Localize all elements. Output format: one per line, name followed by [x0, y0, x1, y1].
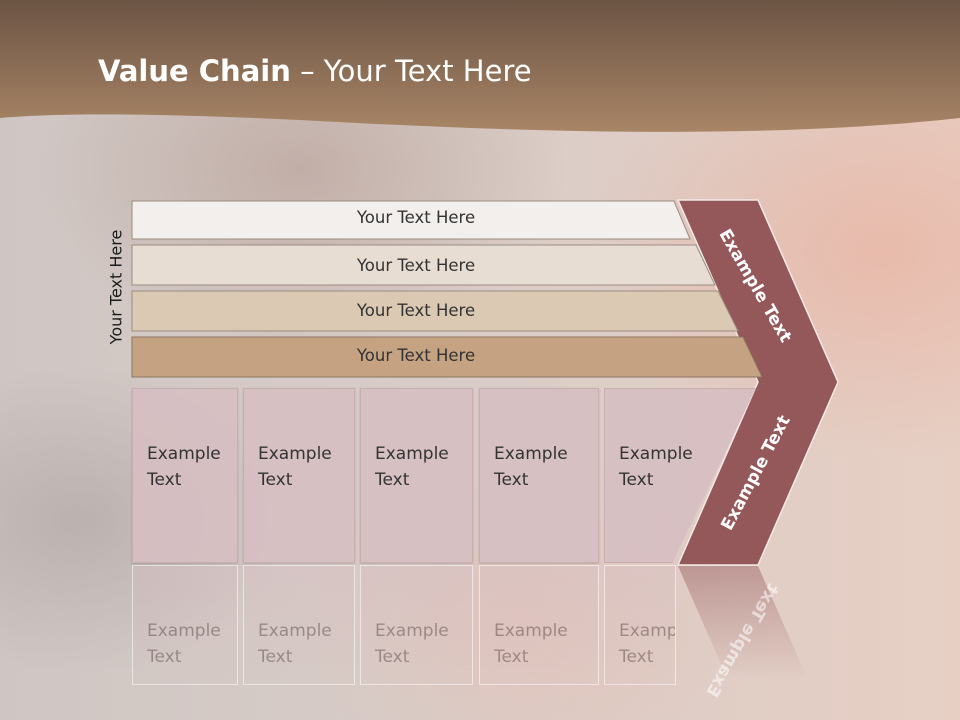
slide-title-rest: – Your Text Here	[290, 54, 532, 88]
bar-3	[131, 290, 739, 332]
bar-2	[131, 244, 716, 286]
bar-4-label: Your Text Here	[356, 346, 476, 365]
value-chevron	[676, 199, 839, 566]
bar-4	[131, 336, 763, 378]
bar-2-label: Your Text Here	[356, 256, 476, 275]
slide-title-bold: Value Chain	[98, 54, 291, 88]
value-chevron-reflection	[678, 566, 808, 680]
title-banner	[0, 0, 960, 132]
bar-1-label: Your Text Here	[356, 208, 476, 227]
bar-3-label: Your Text Here	[356, 301, 476, 320]
bar-1	[131, 200, 691, 240]
slide-title: Value Chain – Your Text Here	[98, 54, 532, 88]
